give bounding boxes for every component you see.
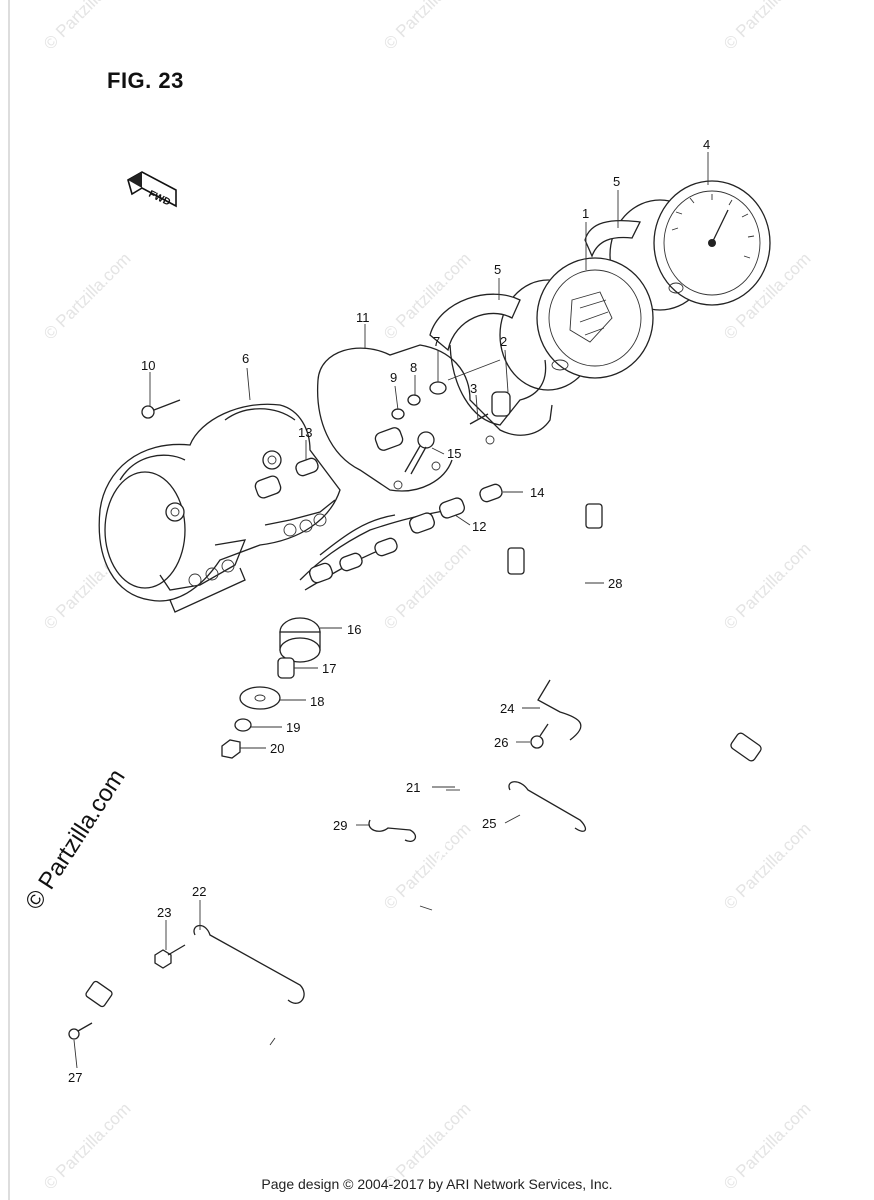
wire-clamp	[508, 781, 587, 832]
lower-meter-case	[98, 403, 341, 613]
callout-label: 28	[608, 576, 622, 591]
callout-label: 10	[141, 358, 155, 373]
callout-label: 25	[482, 816, 496, 831]
meter-case-middle	[429, 293, 547, 426]
callout-label: 29	[333, 818, 347, 833]
callout-labels: 1 2 3 4 5 5 6 7 8 9 10 11 12 13 14 15 16…	[68, 137, 710, 1085]
clamp-screw	[530, 723, 549, 749]
cable-clamp	[537, 679, 582, 741]
callout-leader-lines	[73, 152, 709, 1069]
wiring-harness	[299, 497, 465, 591]
callout-label: 11	[356, 310, 370, 325]
cable-screw	[68, 1022, 93, 1040]
bulb-socket	[254, 475, 282, 499]
footer-credit: Page design © 2004-2017 by ARI Network S…	[261, 1176, 613, 1192]
callout-label: 2	[500, 334, 507, 349]
grommet	[429, 381, 447, 395]
indicator-bulb	[479, 483, 503, 503]
callout-label: 27	[68, 1070, 82, 1085]
tachometer-cable	[578, 503, 762, 762]
meter-case-upper	[584, 219, 641, 258]
callout-label: 14	[530, 485, 544, 500]
cable-adapter	[491, 391, 511, 417]
cable-clamp	[193, 924, 305, 1004]
callout-label: 5	[494, 262, 501, 277]
callout-label: 4	[703, 137, 710, 152]
mounting-screw	[404, 431, 435, 475]
case-screw	[141, 399, 181, 419]
bulb-socket	[374, 427, 404, 451]
callout-label: 1	[582, 206, 589, 221]
figure-title: FIG. 23	[107, 68, 184, 93]
washer	[407, 394, 421, 406]
damper-stack	[221, 617, 321, 759]
callout-label: 6	[242, 351, 249, 366]
callout-label: 26	[494, 735, 508, 750]
small-screw	[469, 413, 489, 425]
callout-label: 16	[347, 622, 361, 637]
callout-label: 3	[470, 381, 477, 396]
callout-label: 5	[613, 174, 620, 189]
callout-label: 13	[298, 425, 312, 440]
callout-label: 17	[322, 661, 336, 676]
callout-label: 24	[500, 701, 514, 716]
speedometer-meter	[499, 257, 654, 391]
callout-label: 19	[286, 720, 300, 735]
meter-bracket	[316, 344, 553, 492]
callout-label: 15	[447, 446, 461, 461]
callout-label: 20	[270, 741, 284, 756]
speedometer-cable	[85, 547, 525, 1046]
callout-label: 9	[390, 370, 397, 385]
callout-label: 8	[410, 360, 417, 375]
callout-label: 21	[406, 780, 420, 795]
callout-label: 23	[157, 905, 171, 920]
callout-label: 12	[472, 519, 486, 534]
forward-arrow-icon: FWD	[127, 171, 177, 208]
nut	[391, 408, 405, 420]
callout-label: 18	[310, 694, 324, 709]
indicator-bulb	[295, 457, 319, 477]
callout-label: 22	[192, 884, 206, 899]
callout-label: 7	[433, 334, 440, 349]
clamp-bolt	[154, 944, 186, 969]
wire-clip	[368, 819, 417, 842]
